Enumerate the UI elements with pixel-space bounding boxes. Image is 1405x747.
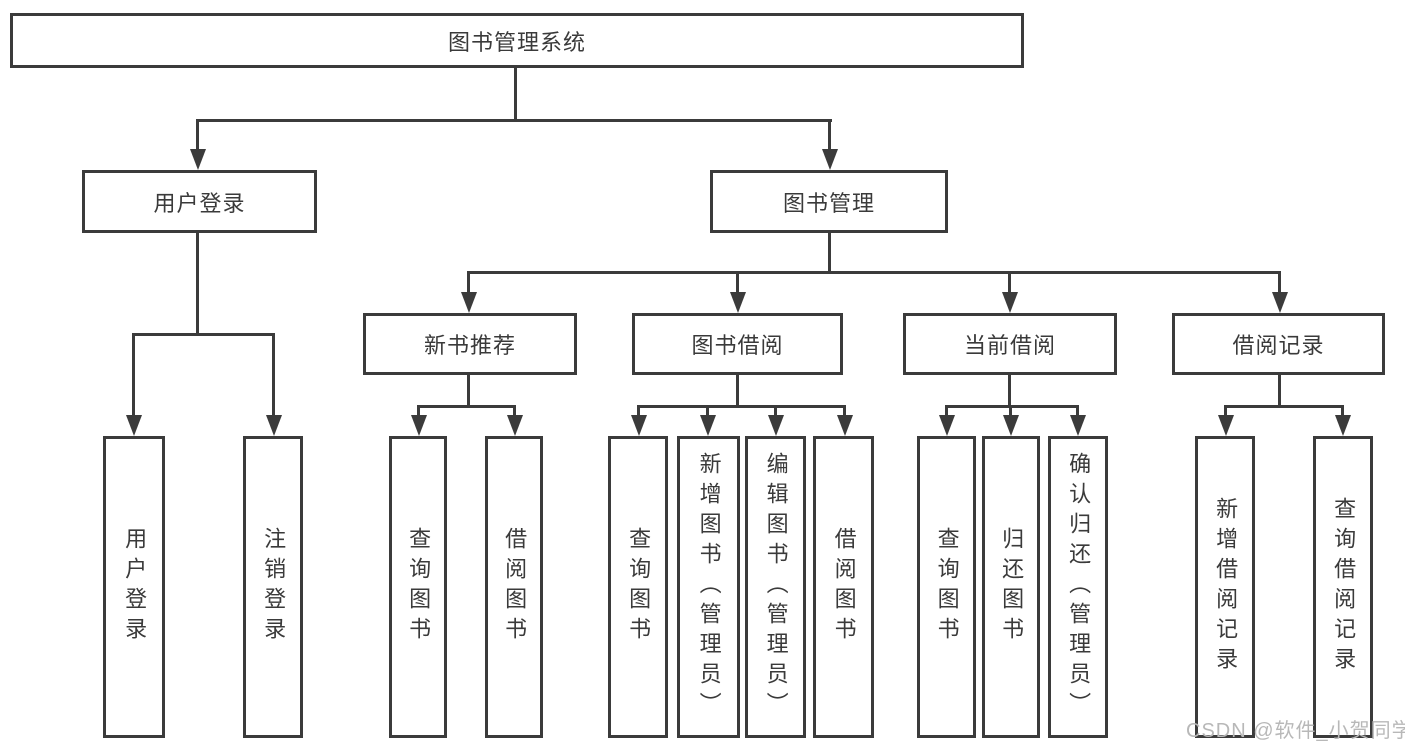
node-label: 当前借阅 [963,333,1056,358]
arrow-down-icon [1002,292,1018,313]
leaf-borrow-query-books: 查询图书 [608,436,668,738]
connector-line [1278,375,1281,408]
connector-line [1224,405,1344,408]
leaf-label: 借阅图书 [502,527,528,647]
connector-line [843,405,846,418]
arrow-down-icon [1272,292,1288,313]
leaf-recommend-borrow-books: 借阅图书 [485,436,543,738]
leaf-label: 借阅图书 [831,527,857,647]
connector-line [1009,405,1012,418]
node-label: 新书推荐 [423,333,516,358]
arrow-down-icon [411,415,427,436]
leaf-label: 确认归还（管理员） [1066,452,1092,722]
arrow-down-icon [1003,415,1019,436]
leaf-records-add-record: 新增借阅记录 [1195,436,1255,738]
csdn-watermark: CSDN @软件_小贺同学 [1186,720,1405,742]
arrow-down-icon [126,415,142,436]
node-label: 图书管理系统 [447,29,586,55]
connector-line [514,68,517,121]
node-label: 用户登录 [153,190,246,216]
node-label: 图书借阅 [691,333,784,358]
connector-line [132,333,135,418]
leaf-label: 新增借阅记录 [1213,497,1239,677]
arrow-down-icon [730,292,746,313]
connector-line [828,233,831,274]
arrow-down-icon [822,149,838,170]
connector-line [1008,271,1011,296]
connector-line [736,271,739,296]
node-new-book-recommend: 新书推荐 [363,313,577,375]
node-label: 图书管理 [782,190,875,216]
leaf-borrow-edit-books-admin: 编辑图书（管理员） [745,436,806,738]
leaf-label: 新增图书（管理员） [696,452,722,722]
connector-line [132,333,275,336]
connector-line [196,119,832,122]
arrow-down-icon [768,415,784,436]
connector-line [272,333,275,418]
leaf-recommend-query-books: 查询图书 [389,436,447,738]
connector-line [196,233,199,336]
node-book-management: 图书管理 [710,170,948,233]
arrow-down-icon [939,415,955,436]
node-user-login: 用户登录 [82,170,317,233]
leaf-label: 注销登录 [261,527,287,647]
connector-line [1224,405,1227,418]
arrow-down-icon [631,415,647,436]
leaf-borrow-add-books-admin: 新增图书（管理员） [677,436,740,738]
connector-line [1278,271,1281,296]
connector-line [196,119,199,153]
node-root-library-system: 图书管理系统 [10,13,1024,68]
node-current-borrow: 当前借阅 [903,313,1117,375]
connector-line [774,405,777,418]
leaf-user-login: 用户登录 [103,436,165,738]
connector-line [1008,375,1011,408]
arrow-down-icon [1070,415,1086,436]
leaf-label: 归还图书 [999,527,1025,647]
leaf-logout: 注销登录 [243,436,303,738]
connector-line [1341,405,1344,418]
connector-line [1076,405,1079,418]
node-book-borrow: 图书借阅 [632,313,843,375]
leaf-current-confirm-return-admin: 确认归还（管理员） [1048,436,1108,738]
connector-line [467,271,470,296]
connector-line [513,405,516,418]
leaf-label: 查询图书 [934,527,960,647]
arrow-down-icon [461,292,477,313]
connector-line [637,405,640,418]
node-label: 借阅记录 [1232,333,1325,358]
leaf-label: 用户登录 [122,527,148,647]
leaf-label: 编辑图书（管理员） [763,452,789,722]
arrow-down-icon [700,415,716,436]
leaf-label: 查询借阅记录 [1331,497,1357,677]
leaf-label: 查询图书 [406,527,432,647]
connector-line [417,405,516,408]
connector-line [706,405,709,418]
connector-line [467,375,470,408]
connector-line [736,375,739,408]
arrow-down-icon [837,415,853,436]
node-borrow-records: 借阅记录 [1172,313,1385,375]
arrow-down-icon [190,149,206,170]
connector-line [637,405,846,408]
arrow-down-icon [1218,415,1234,436]
arrow-down-icon [507,415,523,436]
arrow-down-icon [266,415,282,436]
connector-line [417,405,420,418]
leaf-current-return-books: 归还图书 [982,436,1040,738]
leaf-current-query-books: 查询图书 [917,436,976,738]
connector-line [467,271,1281,274]
leaf-borrow-borrow-books: 借阅图书 [813,436,874,738]
leaf-records-query-record: 查询借阅记录 [1313,436,1373,738]
arrow-down-icon [1335,415,1351,436]
connector-line [945,405,948,418]
connector-line [828,119,831,153]
leaf-label: 查询图书 [626,527,652,647]
